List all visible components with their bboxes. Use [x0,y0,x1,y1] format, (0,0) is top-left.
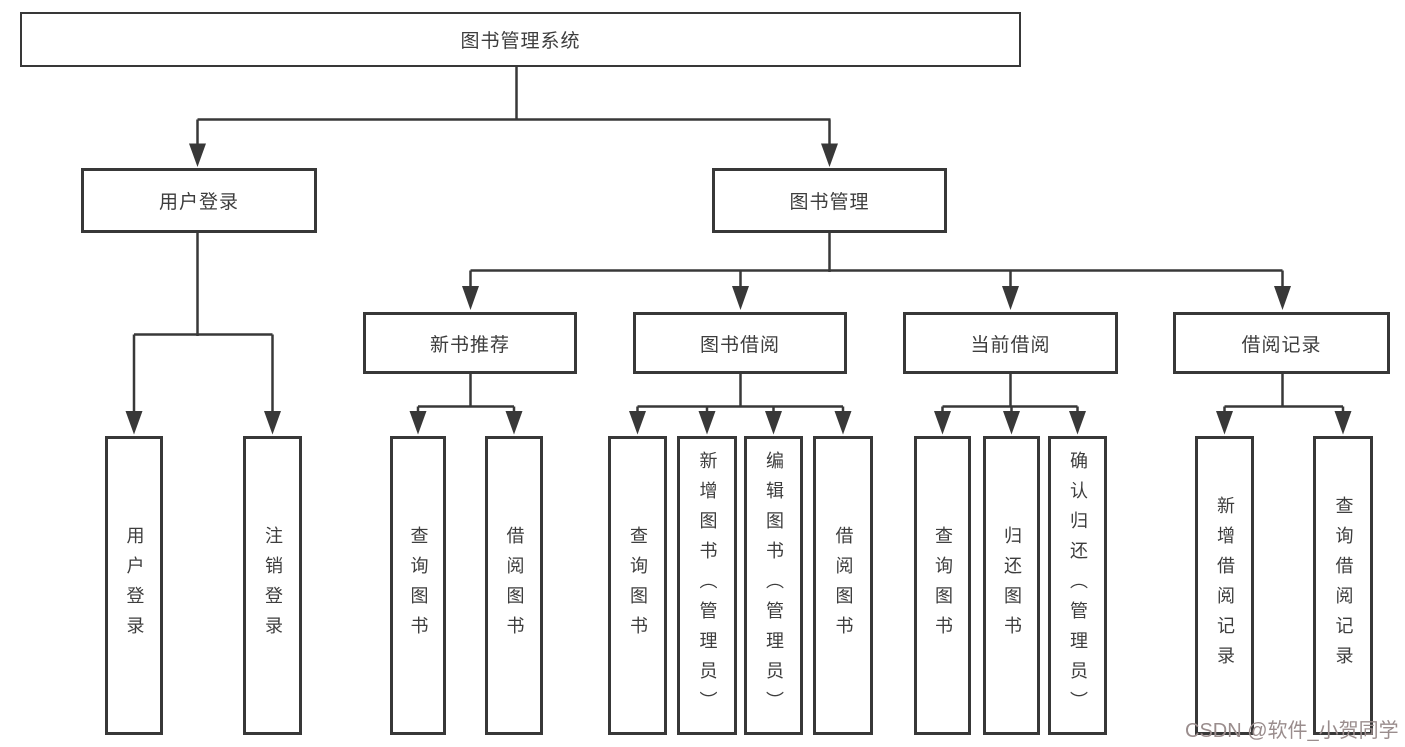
leaf-recommend-search-books: 查询图书 [390,436,446,735]
leaf-records-search-record: 查询借阅记录 [1313,436,1373,735]
arrow-down-icon [821,143,838,167]
node-label: 借阅记录 [1241,334,1322,356]
arrow-down-icon [505,411,523,435]
node-book-management: 图书管理 [712,168,947,233]
leaf-label: 查询图书 [932,525,953,646]
leaf-label: 归还图书 [1001,525,1022,646]
arrow-down-icon [1274,286,1291,310]
leaf-label: 查询图书 [408,525,429,646]
leaf-current-confirm-return-admin: 确认归还（管理员） [1048,436,1107,735]
arrow-down-icon [732,286,749,310]
leaf-label: 用户登录 [124,525,145,646]
node-borrow-records: 借阅记录 [1173,312,1390,374]
arrow-down-icon [1069,411,1086,435]
leaf-label: 新增图书（管理员） [697,450,718,721]
leaf-user-login: 用户登录 [105,436,163,735]
arrow-down-icon [189,143,206,167]
leaf-recommend-borrow-books: 借阅图书 [485,436,543,735]
node-label: 当前借阅 [970,334,1051,356]
arrow-down-icon [934,411,951,435]
leaf-label: 注销登录 [262,525,283,646]
leaf-label: 查询图书 [627,525,648,646]
node-label: 图书管理 [789,192,870,213]
csdn-watermark: CSDN @软件_小贺同学 [1185,720,1399,742]
leaf-label: 借阅图书 [833,525,854,646]
leaf-borrow-search-books: 查询图书 [608,436,667,735]
node-book-borrowing: 图书借阅 [633,312,847,374]
node-current-borrowing: 当前借阅 [903,312,1118,374]
arrow-down-icon [264,411,281,435]
node-library-management-system: 图书管理系统 [20,12,1021,67]
leaf-label: 查询借阅记录 [1333,495,1354,676]
node-label: 图书管理系统 [460,31,581,52]
leaf-label: 借阅图书 [504,525,525,646]
leaf-current-return-books: 归还图书 [983,436,1040,735]
arrow-down-icon [125,411,143,435]
leaf-label: 确认归还（管理员） [1067,450,1088,721]
leaf-records-add-record: 新增借阅记录 [1195,436,1254,735]
leaf-logout: 注销登录 [243,436,302,735]
node-label: 用户登录 [158,192,239,213]
arrow-down-icon [1003,411,1020,435]
leaf-borrow-add-books-admin: 新增图书（管理员） [677,436,737,735]
arrow-down-icon [765,411,782,435]
arrow-down-icon [1002,286,1019,310]
leaf-borrow-borrow-books: 借阅图书 [813,436,873,735]
node-label: 图书借阅 [699,334,780,356]
arrow-down-icon [409,411,427,435]
node-new-book-recommend: 新书推荐 [363,312,577,374]
leaf-borrow-edit-books-admin: 编辑图书（管理员） [744,436,803,735]
arrow-down-icon [1216,411,1233,435]
leaf-label: 新增借阅记录 [1214,495,1235,676]
arrow-down-icon [834,411,852,435]
arrow-down-icon [462,286,479,310]
leaf-current-search-books: 查询图书 [914,436,971,735]
node-label: 新书推荐 [429,334,510,356]
arrow-down-icon [629,411,646,435]
arrow-down-icon [698,411,716,435]
arrow-down-icon [1334,411,1352,435]
leaf-label: 编辑图书（管理员） [763,450,784,721]
node-user-login: 用户登录 [81,168,317,233]
